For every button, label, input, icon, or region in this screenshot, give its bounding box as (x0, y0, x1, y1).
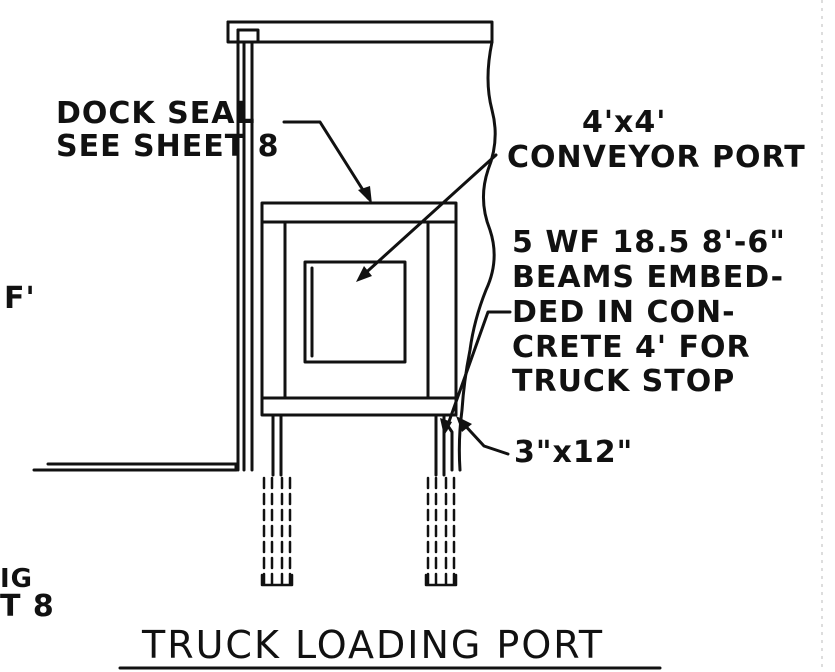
conveyor-port (303, 260, 407, 364)
leader-dock-seal (282, 120, 370, 200)
drawing-title: TRUCK LOADING PORT (142, 623, 605, 667)
break-line (457, 40, 497, 472)
wall-column (236, 28, 254, 472)
plank-size-label: 3"x12" (514, 435, 634, 470)
dock-seal-frame (260, 201, 458, 417)
beams-label-line5: TRUCK STOP (512, 364, 736, 399)
arrowhead-beams (440, 418, 452, 436)
dock-seal-label-line1: DOCK SEAL (56, 96, 256, 131)
leader-plank (458, 418, 510, 456)
beams-label-line1: 5 WF 18.5 8'-6" (512, 225, 786, 260)
embedment-right-base (424, 573, 458, 587)
beams-label-line4: CRETE 4' FOR (512, 330, 751, 365)
arrowhead-conveyor-port (356, 266, 372, 282)
embedment-left (262, 476, 292, 587)
arrowhead-plank (456, 416, 472, 432)
leader-beams (444, 310, 512, 432)
beams-label-line2: BEAMS EMBED- (512, 260, 785, 295)
embedment-left-base (260, 573, 294, 587)
arrowhead-dock-seal (358, 186, 372, 204)
port-size-label: 4'x4' (582, 105, 667, 140)
dock-seal-label-line2: SEE SHEET 8 (56, 129, 280, 164)
left-fragment-ig: IG (0, 564, 34, 594)
left-fragment-t8: T 8 (0, 589, 55, 624)
ground-line (32, 462, 238, 472)
embedment-right (426, 476, 456, 587)
wall-cap (226, 20, 494, 44)
leader-conveyor-port (358, 153, 498, 280)
beam-post-left (271, 413, 283, 477)
beams-label-line3: DED IN CON- (512, 295, 736, 330)
left-fragment-f: F' (4, 281, 36, 316)
port-name-label: CONVEYOR PORT (507, 140, 806, 175)
